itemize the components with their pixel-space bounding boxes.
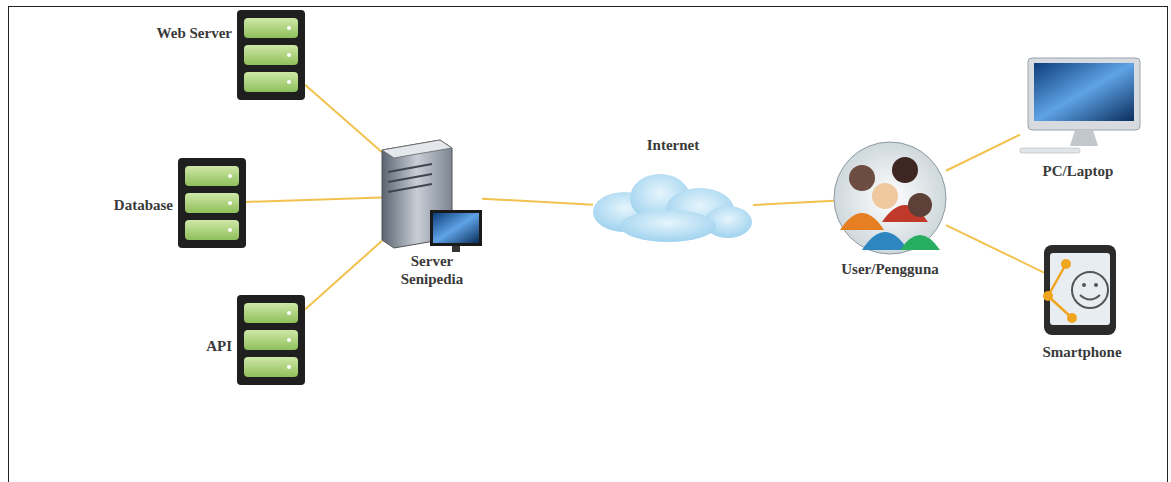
connector-line bbox=[305, 241, 382, 310]
network-node: API bbox=[237, 295, 305, 385]
node-label: Internet bbox=[613, 136, 733, 154]
network-node: User/Pengguna bbox=[834, 142, 946, 254]
network-node: Server Senipedia bbox=[382, 140, 482, 252]
connector-line bbox=[246, 198, 382, 202]
connector-line bbox=[482, 199, 593, 205]
node-label: User/Pengguna bbox=[814, 260, 966, 278]
connector-line bbox=[946, 225, 1044, 272]
network-node: Smartphone bbox=[1044, 245, 1116, 335]
network-node: Database bbox=[178, 158, 246, 248]
node-label: Web Server bbox=[92, 24, 232, 42]
connector-line bbox=[946, 135, 1020, 171]
node-label: Server Senipedia bbox=[382, 252, 482, 288]
network-node: PC/Laptop bbox=[1020, 58, 1140, 153]
network-node: Internet bbox=[593, 176, 753, 242]
node-label: PC/Laptop bbox=[1018, 162, 1138, 180]
node-label: Smartphone bbox=[1024, 343, 1140, 361]
connector-line bbox=[305, 85, 382, 152]
node-label: API bbox=[172, 337, 232, 355]
node-label: Database bbox=[73, 196, 173, 214]
connector-line bbox=[753, 201, 834, 205]
network-node: Web Server bbox=[237, 10, 305, 100]
